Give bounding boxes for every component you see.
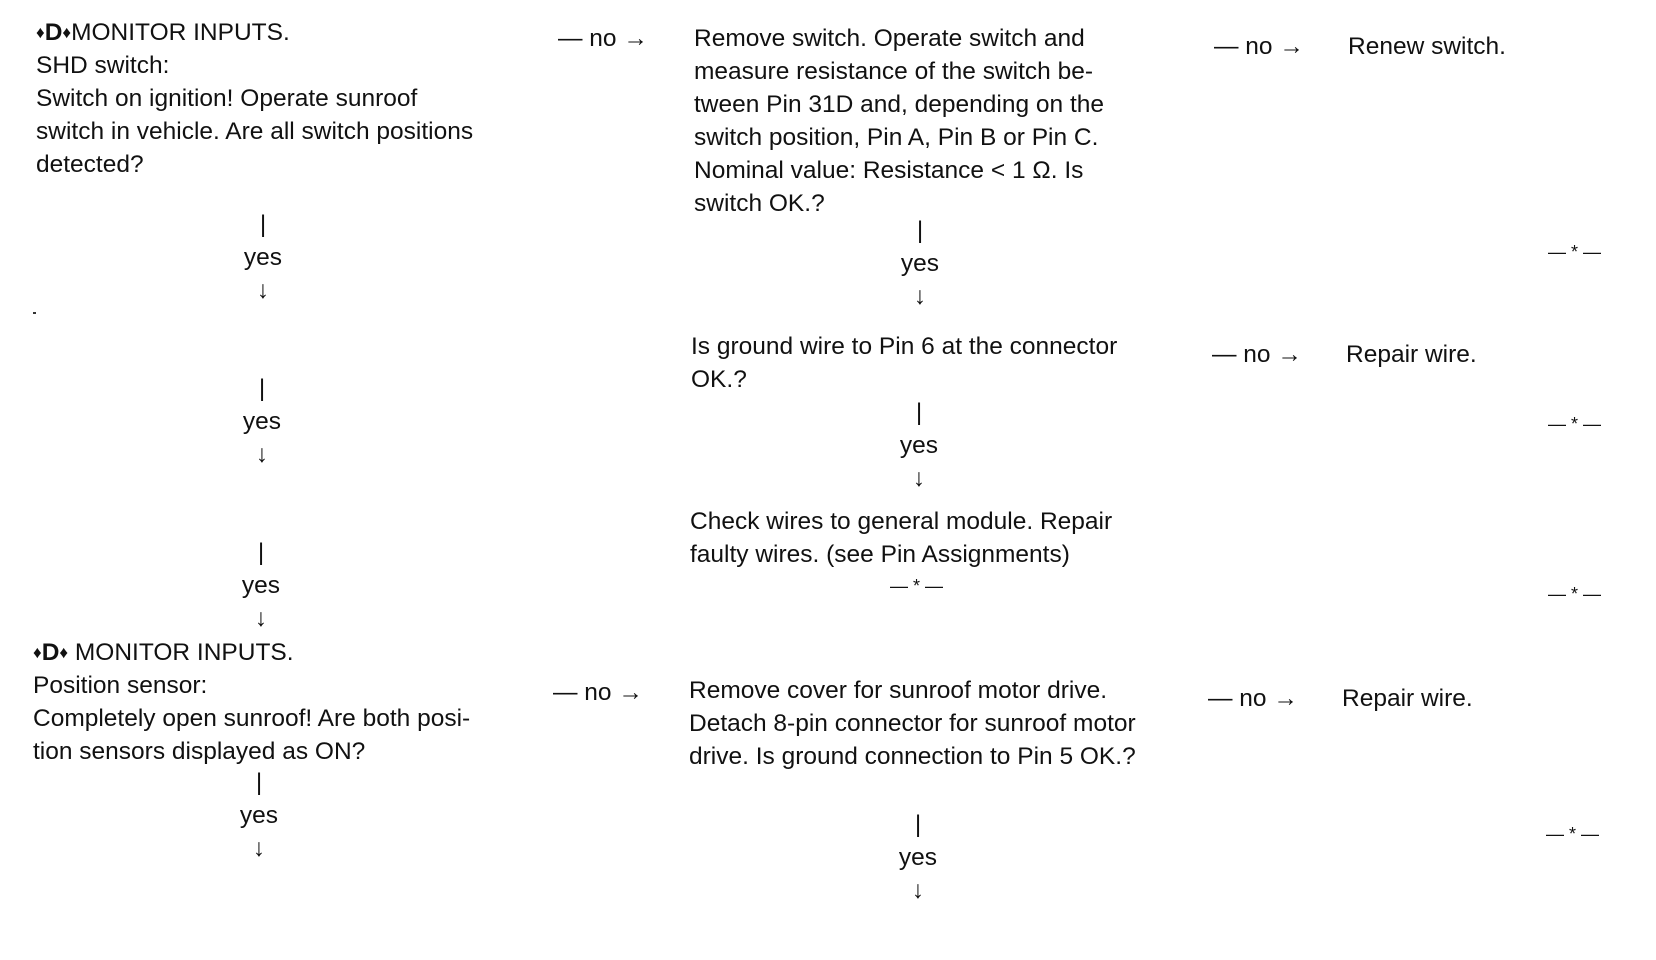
step-text-line: Nominal value: Resistance < 1 Ω. Is [694,157,1084,184]
end-marker: — * — [1548,584,1602,604]
yes-label: yes [243,244,283,271]
yes-connector: | yes ↓ [229,766,289,865]
yes-connector: | yes ↓ [888,808,948,907]
yes-label: yes [239,802,279,829]
arrow-down-icon: ↓ [256,277,270,304]
yes-connector: | yes ↓ [890,214,950,313]
diamond-icon: ♦ [33,643,42,662]
yes-connector: | yes ↓ [231,536,291,635]
no-branch-arrow: — no → [1212,341,1302,368]
connector-line: | [258,375,266,402]
step-text-line: Remove switch. Operate switch and [694,25,1085,52]
step-text-line: switch OK.? [694,190,825,217]
yes-label: yes [898,844,938,871]
step-text-line: detected? [36,151,144,178]
step-ground-wire-pin6: Is ground wire to Pin 6 at the connector… [691,330,1117,396]
step-text-line: tween Pin 31D and, depending on the [694,91,1105,118]
arrow-down-icon: ↓ [913,283,927,310]
diagnostic-mode-letter: D [44,19,63,46]
yes-connector: | yes ↓ [233,208,293,307]
connector-line: | [916,217,924,244]
step-text-line: switch position, Pin A, Pin B or Pin C. [694,124,1099,151]
arrow-down-icon: ↓ [911,877,925,904]
diamond-icon: ♦ [62,23,72,42]
no-branch-arrow: — no → [553,679,643,706]
no-branch-arrow: — no → [1208,685,1298,712]
step-title: ♦D♦ MONITOR INPUTS. [33,636,470,669]
step-remove-cover-motor-drive: Remove cover for sunroof motor drive. De… [689,674,1136,773]
connector-line: | [914,811,922,838]
step-title: ♦D♦MONITOR INPUTS. [36,16,473,49]
step-monitor-inputs-position-sensor: ♦D♦ MONITOR INPUTS. Position sensor: Com… [33,636,470,768]
connector-line: | [257,539,265,566]
step-text-line: switch in vehicle. Are all switch positi… [36,118,474,145]
step-title-text: MONITOR INPUTS. [68,639,294,666]
step-text-line: drive. Is ground connection to Pin 5 OK.… [689,743,1136,770]
end-marker: — * — [890,576,944,596]
connector-line: | [255,769,263,796]
action-renew-switch: Renew switch. [1348,33,1506,60]
connector-line: | [259,211,267,238]
step-text-line: Detach 8-pin connector for sunroof motor [689,710,1136,737]
step-remove-switch: Remove switch. Operate switch and measur… [694,22,1104,220]
step-text-line: SHD switch: [36,52,170,79]
yes-label: yes [241,572,281,599]
step-text-line: measure resistance of the switch be- [694,58,1093,85]
end-marker: — * — [1548,414,1602,434]
step-text-line: OK.? [691,366,747,393]
step-text-line: Switch on ignition! Operate sunroof [36,85,418,112]
diamond-icon: ♦ [59,643,69,662]
step-text-line: Is ground wire to Pin 6 at the connector [691,333,1118,360]
step-text-line: Position sensor: [33,672,208,699]
step-text-line: Completely open sunroof! Are both posi- [33,705,471,732]
no-branch-arrow: — no → [1214,33,1304,60]
diamond-icon: ♦ [36,23,45,42]
yes-label: yes [242,408,282,435]
step-check-wires-general-module: Check wires to general module. Repair fa… [690,505,1112,571]
yes-connector: | yes ↓ [232,372,292,471]
step-text-line: Check wires to general module. Repair [690,508,1113,535]
step-text-line: tion sensors displayed as ON? [33,738,366,765]
arrow-down-icon: ↓ [254,605,268,632]
action-repair-wire: Repair wire. [1342,685,1473,712]
step-title-text: MONITOR INPUTS. [71,19,290,46]
end-marker: — * — [1546,824,1600,844]
yes-label: yes [899,432,939,459]
connector-line: | [915,399,923,426]
arrow-down-icon: ↓ [252,835,266,862]
yes-label: yes [900,250,940,277]
step-monitor-inputs-shd-switch: ♦D♦MONITOR INPUTS. SHD switch: Switch on… [36,16,473,181]
step-text-line: faulty wires. (see Pin Assignments) [690,541,1070,568]
end-marker: — * — [1548,242,1602,262]
diagnostic-mode-letter: D [41,639,60,666]
no-branch-arrow: — no → [558,25,648,52]
speck [33,312,36,314]
arrow-down-icon: ↓ [912,465,926,492]
arrow-down-icon: ↓ [255,441,269,468]
step-text-line: Remove cover for sunroof motor drive. [689,677,1108,704]
action-repair-wire: Repair wire. [1346,341,1477,368]
yes-connector: | yes ↓ [889,396,949,495]
